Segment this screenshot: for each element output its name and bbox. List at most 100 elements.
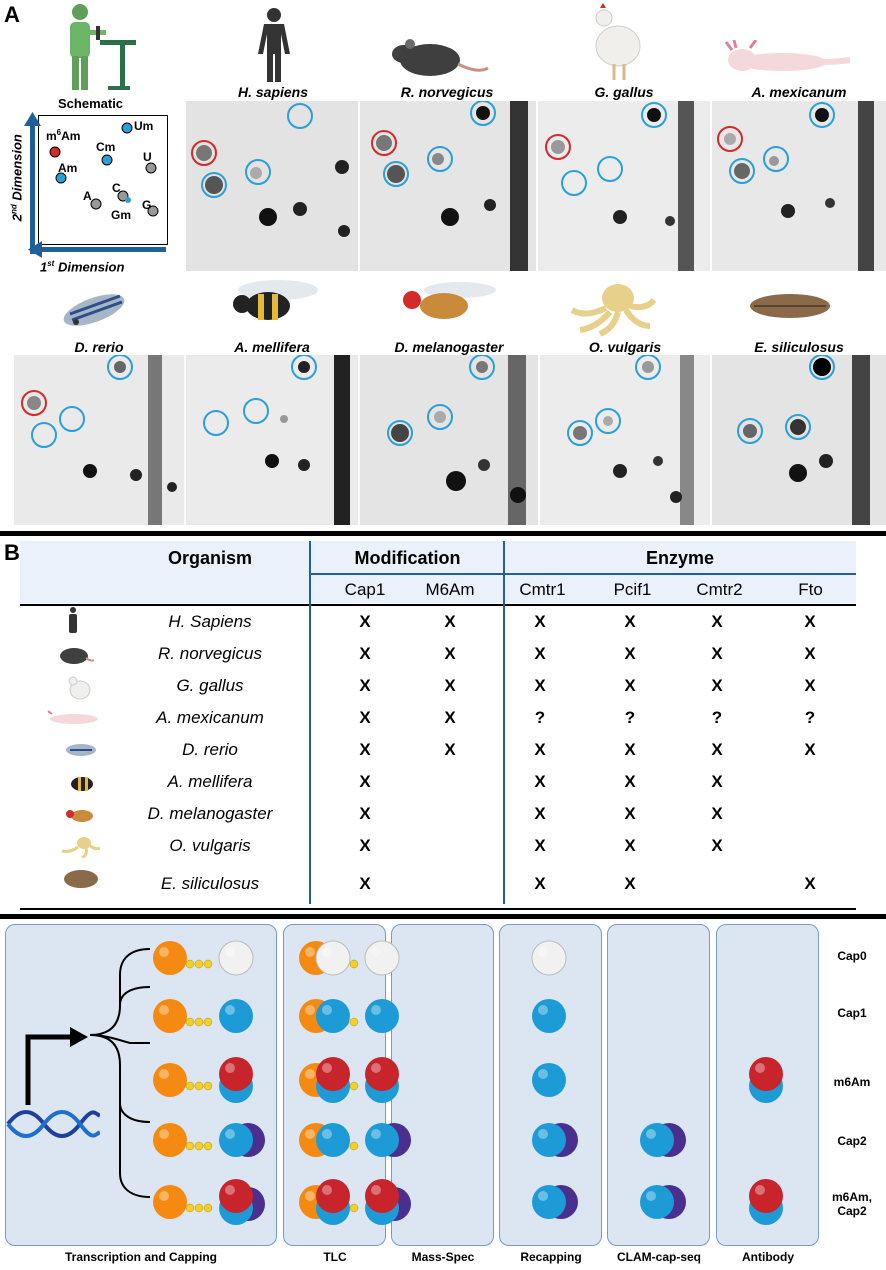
table-cell-mark: X (534, 740, 546, 759)
axis-y-label: 2nd Dimension (9, 134, 25, 222)
tlc-image-g-gallus (538, 101, 710, 271)
zebrafish-icon (63, 294, 125, 326)
schematic-box (38, 115, 168, 245)
capped-mrna-m6am (153, 1057, 253, 1103)
species-label-4: A. mexicanum (751, 84, 847, 100)
tlc-image-a-mellifera (186, 355, 358, 525)
row-icon-seaweed (64, 870, 98, 888)
tlc-image-e-siliculosus (712, 355, 886, 525)
table-cell-mark: X (711, 740, 723, 759)
table-cell-mark: X (359, 708, 371, 727)
table-cell-mark: X (534, 772, 546, 791)
row-label-cap1: Cap1 (837, 1006, 867, 1020)
table-cell-mark: X (711, 804, 723, 823)
table-cell-mark: X (624, 676, 636, 695)
tlc-cap1 (316, 999, 350, 1033)
rat-icon (392, 39, 489, 76)
column-label-clam-cap-seq: CLAM-cap-seq (616, 1250, 701, 1264)
species-label-8: O. vulgaris (588, 339, 662, 355)
table-row-organism-name: A. mexicanum (156, 708, 264, 727)
tlc-m6am (316, 1057, 350, 1103)
table-row-organism-name: R. norvegicus (158, 644, 262, 663)
panel-b-letter: B (4, 540, 20, 565)
table-header-band (20, 541, 856, 603)
table-cell-mark: X (711, 612, 723, 631)
schematic-title: Schematic (58, 96, 124, 111)
row-icon-axolotl (47, 710, 98, 724)
tlc-cap2 (316, 1123, 350, 1157)
tlc-image-d-rerio (14, 355, 184, 525)
row-icon-zebrafish (66, 744, 96, 756)
header-enzyme: Enzyme (645, 548, 715, 568)
spot-label-c: C (112, 181, 121, 195)
bee-icon (233, 280, 318, 320)
divider-a-b (0, 531, 886, 536)
antibody-m6am (749, 1057, 783, 1103)
table-cell-mark: X (359, 740, 371, 759)
tlc-image-r-norvegicus (360, 101, 536, 271)
table-cell-mark: X (711, 772, 723, 791)
capped-mrna-cap0 (153, 940, 254, 976)
dna-icon (6, 1110, 100, 1138)
table-cell-mark: ? (624, 708, 636, 727)
header-underline (310, 573, 856, 575)
table-cell-mark: X (804, 644, 816, 663)
table-cell-mark: X (444, 740, 456, 759)
capped-mrna-m6amcap2 (153, 1179, 265, 1225)
axis-arrows (24, 112, 166, 258)
axolotl-icon (724, 40, 851, 71)
subheader-pcif1: Pcif1 (613, 580, 652, 599)
table-row-organism-name: H. Sapiens (168, 612, 252, 631)
table-cell-mark: ? (711, 708, 723, 727)
species-label-7: D. melanogaster (394, 339, 504, 355)
spot-label-cm: Cm (96, 140, 116, 154)
table-cell-mark: X (444, 676, 456, 695)
octopus-icon (570, 284, 656, 337)
spot-label-m6am: m6Am (46, 128, 81, 143)
species-label-2: R. norvegicus (400, 84, 494, 100)
row-icon-human (69, 607, 77, 633)
column-label-antibody: Antibody (742, 1250, 794, 1264)
table-cell-mark: X (534, 644, 546, 663)
table-row-organism-name: D. rerio (182, 740, 238, 759)
table-row-organism-name: O. vulgaris (169, 836, 251, 855)
table-cell-mark: X (359, 874, 371, 893)
human-icon (258, 8, 290, 82)
table-row-organism-name: E. siliculosus (160, 874, 260, 893)
spot-label-am: Am (58, 161, 78, 175)
recapping-cap1 (532, 999, 566, 1033)
species-label-6: A. mellifera (234, 339, 310, 355)
table-cell-mark: X (359, 644, 371, 663)
tlc-image-d-melanogaster (360, 355, 538, 525)
column-divider-2 (503, 541, 505, 904)
capped-mrna-cap1 (153, 999, 253, 1033)
recapping-cap0 (531, 940, 567, 976)
row-icon-bee (71, 777, 93, 791)
header-organism: Organism (167, 548, 253, 568)
spot-label-u: U (143, 150, 152, 164)
table-cell-mark: X (804, 740, 816, 759)
table-cell-mark: ? (804, 708, 816, 727)
species-label-9: E. siliculosus (754, 339, 844, 355)
table-cell-mark: X (534, 804, 546, 823)
recapping-cap2 (532, 1123, 578, 1157)
clam-cap-seq-cap2 (640, 1123, 686, 1157)
table-cell-mark: X (444, 708, 456, 727)
row-label-m6am: m6Am (833, 1075, 871, 1089)
table-cell-mark: X (359, 804, 371, 823)
species-label-1: H. sapiens (237, 84, 309, 100)
table-cell-mark: X (624, 612, 636, 631)
column-label-mass-spec: Mass-Spec (411, 1250, 475, 1264)
table-cell-mark: X (711, 676, 723, 695)
table-cell-mark: X (624, 874, 636, 893)
subheader-cmtr1: Cmtr1 (519, 580, 566, 599)
row-icon-rat (60, 648, 94, 664)
table-row-organism-name: G. gallus (176, 676, 244, 695)
tlc-cap0 (315, 940, 351, 976)
recapping-m6amcap2 (532, 1185, 578, 1219)
tlc-image-h-sapiens (186, 101, 358, 271)
subheader-cmtr2: Cmtr2 (696, 580, 743, 599)
seaweed-icon (750, 294, 830, 318)
table-cell-mark: X (534, 874, 546, 893)
table-cell-mark: X (444, 644, 456, 663)
